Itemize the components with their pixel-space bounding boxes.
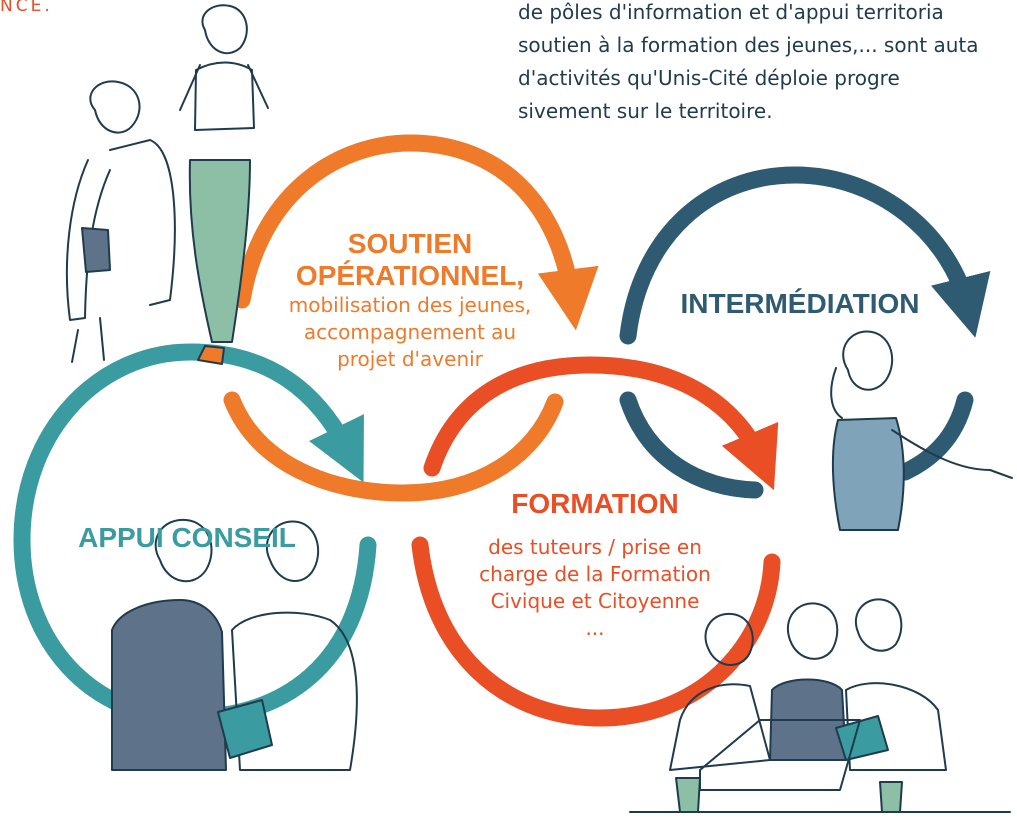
soutien-label: SOUTIEN OPÉRATIONNEL, mobilisation des j… bbox=[265, 228, 555, 373]
intro-line-4: sivement sur le territoire. bbox=[518, 99, 773, 123]
intermediation-arc-top bbox=[619, 166, 991, 345]
soutien-desc-1: mobilisation des jeunes, bbox=[288, 293, 532, 317]
soutien-arc-bottom bbox=[223, 391, 564, 502]
intro-line-2: soutien à la formation des jeunes,... so… bbox=[518, 33, 979, 57]
formation-arc-top bbox=[423, 356, 779, 491]
formation-label: FORMATION des tuteurs / prise en charge … bbox=[450, 488, 740, 642]
pointing-woman-illustration bbox=[830, 330, 1013, 531]
formation-desc-4: ... bbox=[585, 616, 605, 640]
intermediation-label: INTERMÉDIATION bbox=[660, 288, 940, 320]
formation-desc-3: Civique et Citoyenne bbox=[490, 589, 700, 613]
intro-line-3: d'activités qu'Unis-Cité déploie progre bbox=[518, 66, 900, 90]
appui-arc bbox=[13, 343, 377, 727]
intro-paragraph: de pôles d'information et d'appui territ… bbox=[518, 0, 1017, 128]
intermediation-arc-bottom bbox=[619, 391, 764, 499]
formation-arc-bottom bbox=[411, 536, 781, 727]
formation-title: FORMATION bbox=[511, 488, 679, 519]
soutien-title-1: SOUTIEN bbox=[347, 228, 473, 259]
intro-line-1: de pôles d'information et d'appui territ… bbox=[518, 0, 944, 24]
intermediation-arc-right bbox=[896, 391, 974, 481]
appui-title: APPUI CONSEIL bbox=[78, 522, 296, 553]
group-laptop-illustration bbox=[629, 598, 1011, 813]
formation-desc-1: des tuteurs / prise en bbox=[488, 535, 702, 559]
corner-heading-fragment: NCE. bbox=[0, 0, 53, 16]
walking-people-illustration bbox=[65, 4, 269, 365]
soutien-title-2: OPÉRATIONNEL, bbox=[295, 260, 525, 291]
appui-label: APPUI CONSEIL bbox=[62, 522, 312, 554]
intermediation-title: INTERMÉDIATION bbox=[680, 288, 920, 319]
formation-desc-2: charge de la Formation bbox=[479, 562, 711, 586]
soutien-arc-top bbox=[233, 134, 599, 331]
soutien-desc-2: accompagnement au bbox=[303, 320, 517, 344]
soutien-desc-3: projet d'avenir bbox=[337, 347, 483, 371]
reading-men-illustration bbox=[111, 518, 358, 771]
